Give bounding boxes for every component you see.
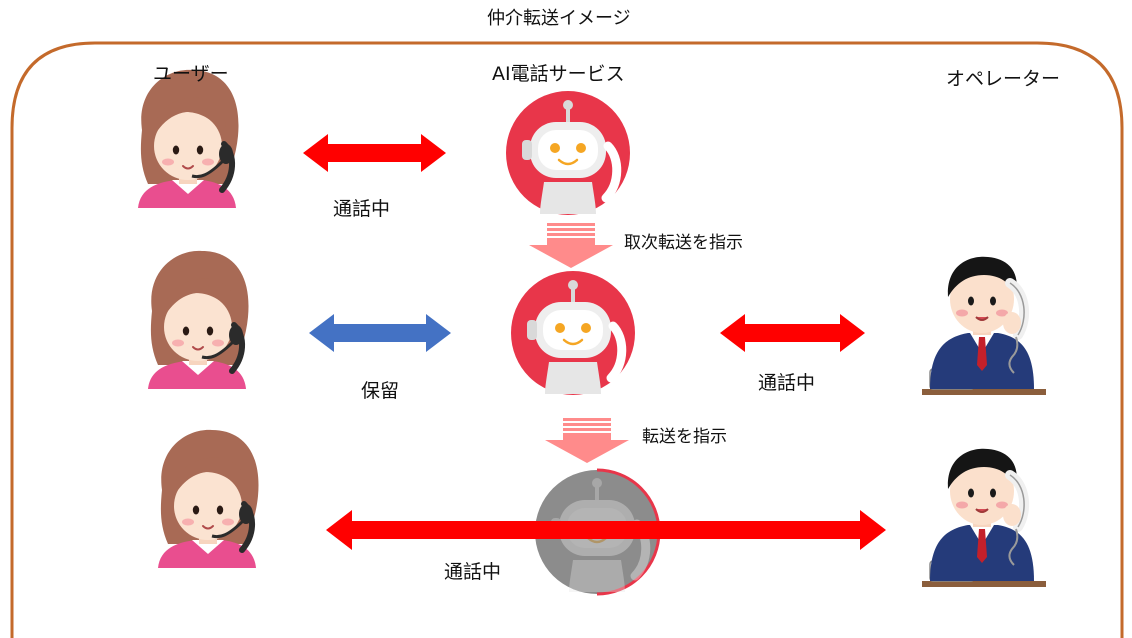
header-operator: オペレーター xyxy=(946,68,1061,90)
header-user: ユーザー xyxy=(153,63,229,85)
row3-call-label: 通話中 xyxy=(444,561,502,583)
operator-icon-row3 xyxy=(922,449,1046,587)
user-icon-row2 xyxy=(148,251,249,389)
step-arrow-1 xyxy=(529,223,613,268)
user-icon-row1 xyxy=(138,70,239,208)
user-icon-row3 xyxy=(158,430,259,568)
robot-icon-row1 xyxy=(506,91,630,215)
robot-icon-row2 xyxy=(511,271,635,395)
header-ai-service: AI電話サービス xyxy=(492,63,625,85)
row2-call-label: 通話中 xyxy=(758,372,816,394)
operator-icon-row2 xyxy=(922,257,1046,395)
hold-arrow-user-ai-row2 xyxy=(309,314,451,352)
call-arrow-user-ai-row1 xyxy=(303,134,446,172)
step2-label: 転送を指示 xyxy=(642,427,727,447)
call-arrow-user-operator-row3 xyxy=(326,510,886,550)
row1-call-label: 通話中 xyxy=(333,198,391,220)
diagram-title: 仲介転送イメージ xyxy=(487,8,631,29)
diagram-frame xyxy=(10,41,1124,638)
row2-hold-label: 保留 xyxy=(361,380,400,402)
call-arrow-ai-operator-row2 xyxy=(720,314,865,352)
step1-label: 取次転送を指示 xyxy=(624,233,743,253)
step-arrow-2 xyxy=(545,418,629,463)
